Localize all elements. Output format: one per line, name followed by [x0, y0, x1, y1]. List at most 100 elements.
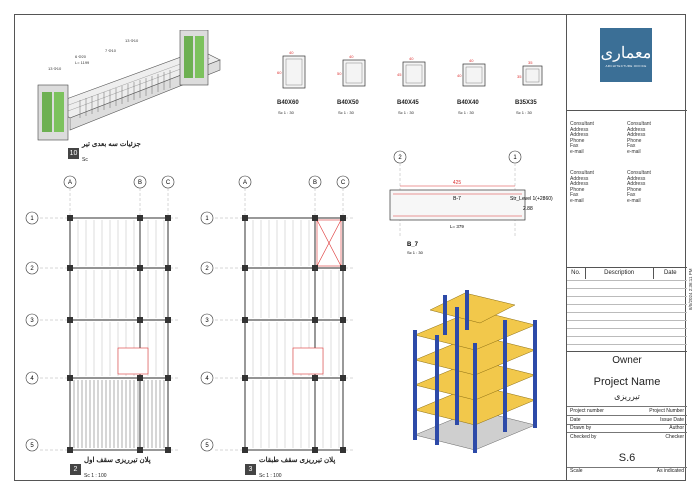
section-label-b40x40: B40X40: [457, 100, 479, 106]
callout-2: 7 Φ10: [105, 48, 117, 53]
project-name: Project Name: [593, 376, 661, 388]
svg-text:40: 40: [457, 73, 462, 78]
view-scale: Sc: [82, 157, 88, 163]
grid-row-2: 2: [205, 266, 209, 272]
svg-text:45: 45: [397, 72, 402, 77]
building-3d: [413, 290, 537, 453]
grid-bubbles: A B C 1 2 3 4 5: [25, 175, 175, 452]
callout-4: L= 1199: [75, 60, 90, 65]
svg-text:35: 35: [528, 60, 533, 65]
detail-name: B_7: [407, 242, 419, 248]
svg-text:40: 40: [349, 54, 354, 59]
rebar-callouts: 13 Φ10 7 Φ10 6 Φ20 L= 1199 13 Φ10: [48, 38, 139, 71]
grid-row-5: 5: [30, 443, 34, 449]
callout-3: 6 Φ20: [75, 54, 87, 59]
svg-text:60: 60: [277, 70, 282, 75]
dimension: 425: [453, 180, 462, 186]
svg-text:40: 40: [469, 58, 474, 63]
beams: [69, 217, 169, 451]
section-scale-5: Sc 1 : 30: [516, 110, 532, 115]
view-title: پلان تیرریزی سقف طبقات: [259, 457, 336, 464]
owner: Owner: [612, 355, 642, 366]
grid-row-1: 1: [30, 216, 34, 222]
office-logo: معماری ARCHITECTURE OFFICE: [600, 28, 652, 82]
section-b40x60: 60 40: [277, 50, 306, 89]
view-title: پلان تیرریزی سقف اول: [84, 457, 151, 464]
beam-elevation-b7: 2 1 425 B-7 L= 379 Str_Level 1(+2860) 2.…: [389, 150, 553, 255]
grid-col-c: C: [166, 180, 171, 186]
grid-col-b: B: [138, 180, 142, 186]
level-label: Str_Level 1(+2860): [510, 196, 553, 202]
section-b40x40: 40 40: [457, 58, 486, 87]
grid-row-4: 4: [205, 376, 209, 382]
floor-plan-typical: A B C 1 2 3 4 5: [200, 175, 355, 453]
stair-void: [316, 219, 342, 267]
grid-col-a: A: [243, 180, 247, 186]
joists: [77, 220, 165, 376]
section-scale-2: Sc 1 : 30: [338, 110, 354, 115]
view-scale: Sc 1 : 100: [84, 473, 107, 479]
rev-description: Description: [586, 267, 654, 279]
sheet-number: S.6: [618, 452, 636, 464]
beam-tag: B-7: [453, 196, 461, 202]
view-tag-10: 10 جزئیات سه بعدی تیر Sc: [68, 140, 141, 166]
grid-row-2: 2: [30, 266, 34, 272]
beam-3d-detail: 13 Φ10 7 Φ10 6 Φ20 L= 1199 13 Φ10: [37, 30, 221, 141]
floor-plan-first: A B C 1 2 3 4 5: [25, 175, 180, 453]
logo-glyph: معماری: [600, 42, 652, 62]
svg-text:40: 40: [409, 56, 414, 61]
svg-text:35: 35: [517, 74, 522, 79]
detail-scale: Sc 1 : 30: [407, 250, 424, 255]
rev-date: Date: [663, 270, 677, 276]
print-date: 8/5/2024 2:36:11 PM: [688, 268, 693, 310]
section-b35x35: 35 35: [517, 60, 543, 86]
callout-1: 13 Φ10: [125, 38, 139, 43]
view-tag-2: 2 پلان تیرریزی سقف اول Sc 1 : 100: [70, 456, 151, 482]
section-scale-4: Sc 1 : 30: [458, 110, 474, 115]
scale-label: Scale: [570, 468, 583, 474]
section-label-b40x60: B40X60: [277, 100, 299, 106]
opening: [117, 347, 149, 375]
column-right: [179, 30, 209, 86]
svg-text:40: 40: [289, 50, 294, 55]
stirrups: [79, 70, 171, 118]
sheet-title: تیرریزی: [614, 392, 640, 401]
section-label-b35x35: B35X35: [515, 100, 537, 106]
callout-5: 13 Φ10: [48, 66, 62, 71]
grid-col-b: B: [313, 180, 317, 186]
grid-row-3: 3: [205, 318, 209, 324]
rev-no: No.: [567, 267, 586, 279]
section-label-b40x45: B40X45: [397, 100, 419, 106]
columns: [67, 215, 171, 453]
grid-col-c: C: [341, 180, 346, 186]
level-value: 2.88: [523, 206, 533, 212]
grid-row-1: 1: [205, 216, 209, 222]
grid-col-a: A: [68, 180, 72, 186]
dense-joists: [73, 380, 165, 448]
section-scale-3: Sc 1 : 30: [398, 110, 414, 115]
beam-length: L= 379: [450, 224, 464, 229]
grid-row-3: 3: [30, 318, 34, 324]
section-b40x45: 45 40: [397, 56, 426, 87]
grid-row-4: 4: [30, 376, 34, 382]
view-number: 10: [68, 147, 79, 159]
column-left: [37, 84, 69, 141]
view-scale: Sc 1 : 100: [259, 473, 282, 479]
view-tag-3: 3 پلان تیرریزی سقف طبقات Sc 1 : 100: [245, 456, 335, 482]
view-number: 3: [245, 463, 256, 475]
logo-tagline: ARCHITECTURE OFFICE: [605, 63, 647, 68]
view-title: جزئیات سه بعدی تیر: [82, 141, 141, 148]
